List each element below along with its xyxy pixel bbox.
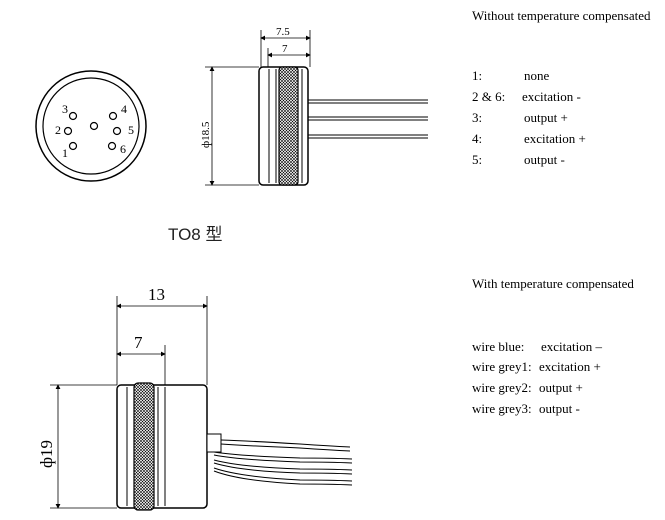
pin-description: output +: [524, 110, 568, 125]
wire-description: output -: [539, 401, 580, 416]
pin-number: 4:: [472, 131, 483, 146]
pin-hole: [108, 111, 118, 121]
to8-dim-diameter: ф18.5: [200, 121, 212, 148]
to8-caption: TO8 型: [168, 225, 223, 244]
wire-description: output +: [539, 380, 583, 395]
to8-side-view: [205, 30, 428, 186]
pin-number: 5:: [472, 152, 483, 167]
pin-description: excitation +: [524, 131, 586, 146]
to8-leads: [308, 99, 428, 139]
pin-hole: [63, 126, 73, 136]
pin-label-6: 6: [120, 142, 126, 156]
large-side-view: [50, 296, 353, 511]
wire-label: wire grey2:: [472, 380, 532, 395]
without-comp-title: Without temperature compensated: [472, 8, 651, 23]
large-dim-outer: 13: [148, 285, 165, 304]
pin-label-5: 5: [128, 123, 134, 137]
wire-label: wire grey3:: [472, 401, 532, 416]
wire-label: wire grey1:: [472, 359, 532, 374]
pin-hole: [89, 121, 99, 131]
pin-label-3: 3: [62, 102, 68, 116]
pin-number: 1:: [472, 68, 483, 83]
to8-front-view: 1 2 3 4 5 6: [35, 70, 147, 182]
pin-label-4: 4: [121, 102, 127, 116]
pin-hole: [107, 141, 117, 151]
wire-description: excitation –: [541, 339, 603, 354]
pin-number: 2 & 6:: [472, 89, 506, 104]
to8-dim-inner: 7: [282, 43, 288, 55]
with-comp-title: With temperature compensated: [472, 276, 634, 291]
pin-holes: [63, 111, 122, 151]
to8-dim-outer: 7.5: [276, 26, 290, 38]
pin-hole: [68, 111, 78, 121]
pin-description: none: [524, 68, 550, 83]
pin-label-1: 1: [62, 146, 68, 160]
wire-description: excitation +: [539, 359, 601, 374]
pin-label-2: 2: [55, 123, 61, 137]
pin-description: excitation -: [522, 89, 581, 104]
pin-hole: [68, 141, 78, 151]
pin-hole: [112, 126, 122, 136]
large-dim-diameter: ф19: [37, 440, 56, 468]
pin-number: 3:: [472, 110, 483, 125]
wire-label: wire blue:: [472, 339, 525, 354]
pin-description: output -: [524, 152, 565, 167]
large-wires: [213, 439, 353, 486]
large-dim-inner: 7: [134, 333, 143, 352]
